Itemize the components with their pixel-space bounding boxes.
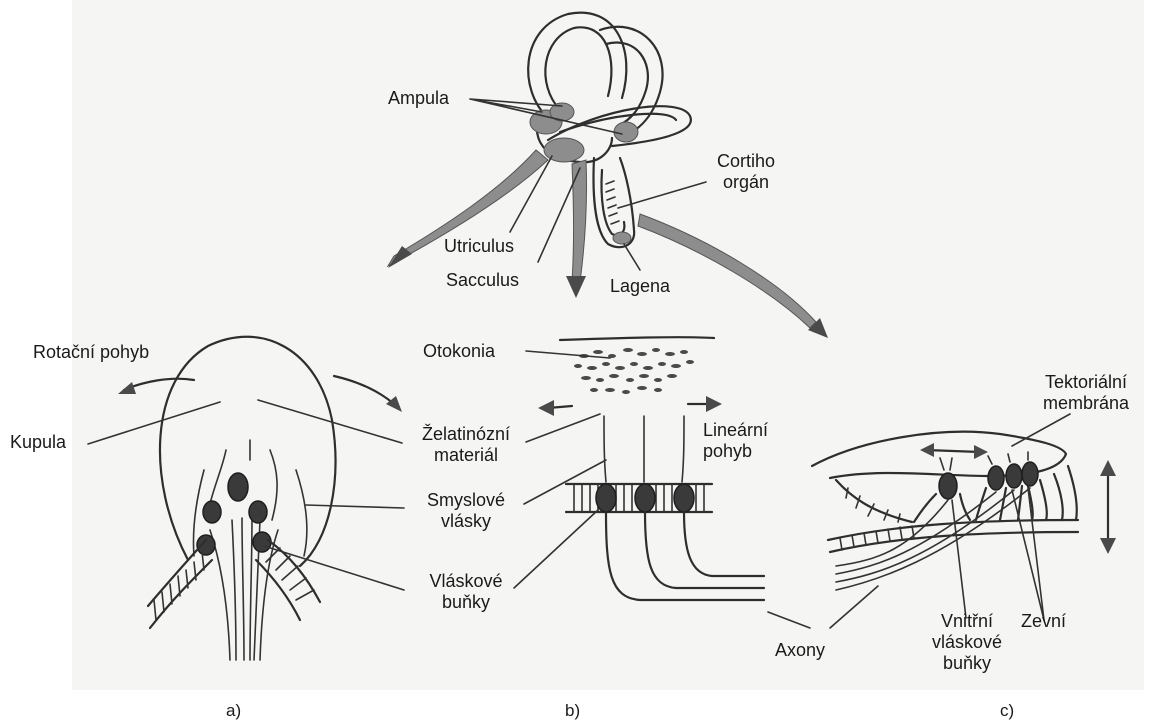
macula-axons bbox=[606, 512, 764, 600]
label-tektorialni-line1: Tektoriální bbox=[1034, 372, 1138, 393]
kupula-hair-cell-1 bbox=[228, 473, 248, 501]
label-linearni-line1: Lineární bbox=[703, 420, 768, 441]
macula-hair-cell-3 bbox=[674, 484, 694, 512]
zelatinozni-leader-a bbox=[258, 400, 402, 443]
kupula-outline bbox=[160, 337, 335, 566]
label-kupula: Kupula bbox=[10, 432, 66, 453]
smyslove-leader-b bbox=[524, 460, 606, 504]
cortiho-leader bbox=[618, 182, 706, 208]
macula-hair-cell-1 bbox=[596, 484, 616, 512]
outer-hair-cell-1 bbox=[988, 466, 1004, 490]
outer-hair-cell-3 bbox=[1022, 462, 1038, 486]
ampulla-posterior bbox=[614, 122, 638, 142]
label-zevni: Zevní bbox=[1021, 611, 1066, 632]
basilar-membrane-rails bbox=[828, 520, 1078, 552]
label-cortiho-line1: Cortiho bbox=[700, 151, 792, 172]
inner-hair-cell bbox=[939, 473, 957, 499]
lagena-shape bbox=[613, 232, 631, 244]
cochlear-duct-inner bbox=[601, 170, 624, 235]
canal-anterior-inner bbox=[545, 27, 611, 110]
label-axony: Axony bbox=[775, 640, 825, 661]
kupula-leader bbox=[88, 402, 220, 444]
arrow-wedge-c bbox=[638, 214, 816, 328]
rotation-arrow-left bbox=[124, 379, 194, 390]
label-lagena: Lagena bbox=[610, 276, 670, 297]
label-linearni-line2: pohyb bbox=[703, 441, 768, 462]
panel-a-drawing bbox=[88, 337, 404, 660]
label-vlaskove-bunky: Vláskové buňky bbox=[410, 571, 522, 613]
label-vnitrni-line1: Vnitřní bbox=[922, 611, 1012, 632]
axony-leader-b bbox=[768, 612, 810, 628]
caption-c: c) bbox=[1000, 700, 1014, 721]
label-otokonia: Otokonia bbox=[423, 341, 495, 362]
caption-a: a) bbox=[226, 700, 241, 721]
kupula-hair-cell-2 bbox=[203, 501, 221, 523]
otolith-membrane-top bbox=[560, 337, 714, 340]
tectorial-double-arrow bbox=[926, 450, 980, 452]
panel-b-drawing bbox=[514, 337, 810, 628]
vlaskove-leader-b bbox=[514, 510, 598, 588]
label-smyslove-line2: vlásky bbox=[410, 511, 522, 532]
label-linearni-pohyb: Lineární pohyb bbox=[703, 420, 768, 462]
zevni-leaders bbox=[1012, 488, 1044, 620]
kupula-hair-cell-3 bbox=[249, 501, 267, 523]
label-vnitrni-line3: buňky bbox=[922, 653, 1012, 674]
label-smyslove-line1: Smyslové bbox=[410, 490, 522, 511]
label-vnitrni-vlaskove-bunky: Vnitřní vláskové buňky bbox=[922, 611, 1012, 674]
panel-c-drawing bbox=[812, 414, 1116, 628]
label-cortiho-line2: orgán bbox=[700, 172, 792, 193]
macula-hair-cell-2 bbox=[635, 484, 655, 512]
label-tektorialni-line2: membrána bbox=[1034, 393, 1138, 414]
label-vnitrni-line2: vláskové bbox=[922, 632, 1012, 653]
inner-sulcus bbox=[836, 480, 912, 522]
label-zelatinozni-material: Želatinózní materiál bbox=[410, 424, 522, 466]
label-zelatinozni-line2: materiál bbox=[410, 445, 522, 466]
pillar-cells bbox=[914, 486, 1022, 522]
smyslove-leader-a bbox=[306, 505, 404, 508]
label-utriculus: Utriculus bbox=[444, 236, 514, 257]
macula-hairs bbox=[604, 416, 684, 482]
label-zelatinozni-line1: Želatinózní bbox=[410, 424, 522, 445]
label-sacculus: Sacculus bbox=[446, 270, 519, 291]
lagena-leader bbox=[624, 244, 640, 270]
label-vlaskove-line1: Vláskové bbox=[410, 571, 522, 592]
arrow-wedge-b bbox=[572, 160, 587, 282]
kupula-hair-cell-4 bbox=[197, 535, 215, 555]
label-cortiho-organ: Cortiho orgán bbox=[700, 151, 792, 193]
basilar-membrane-rungs bbox=[840, 526, 914, 550]
crest-left-rungs bbox=[154, 552, 204, 620]
zelatinozni-leader-b bbox=[526, 414, 600, 442]
label-rotacni-pohyb: Rotační pohyb bbox=[33, 342, 149, 363]
vnitrni-leader bbox=[952, 500, 966, 618]
caption-b: b) bbox=[565, 700, 580, 721]
label-tektorialni-membrana: Tektoriální membrána bbox=[1034, 372, 1138, 414]
vlaskove-leader-a bbox=[264, 546, 404, 590]
label-vlaskove-line2: buňky bbox=[410, 592, 522, 613]
cortiho-organ-ticks bbox=[606, 181, 619, 224]
otokonia-crystals bbox=[574, 348, 694, 394]
outer-hair-cell-2 bbox=[1006, 464, 1022, 488]
rotation-arrow-right bbox=[334, 376, 394, 404]
crest-right-rungs bbox=[266, 548, 314, 600]
arrow-head-b bbox=[566, 276, 586, 298]
axony-leader-c bbox=[830, 586, 878, 628]
label-ampula: Ampula bbox=[388, 88, 449, 109]
label-smyslove-vlasky: Smyslové vlásky bbox=[410, 490, 522, 532]
kupula-hair-cell-5 bbox=[253, 532, 271, 552]
